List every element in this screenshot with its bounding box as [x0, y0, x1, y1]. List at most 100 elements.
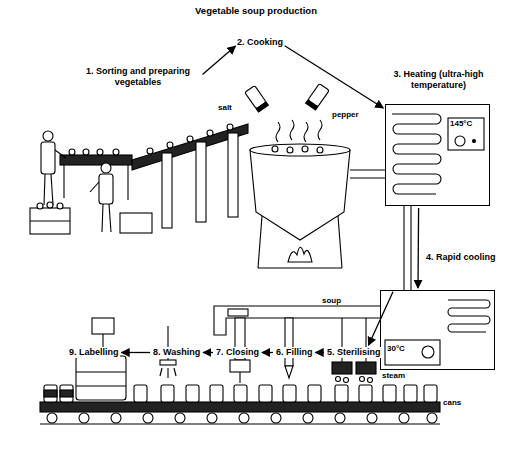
shaker-cap — [306, 100, 318, 110]
button — [473, 140, 476, 143]
pipe-box — [228, 309, 248, 316]
steam-wave — [304, 122, 308, 142]
vegetable — [69, 149, 75, 155]
belt-support — [228, 133, 238, 217]
worker-leg — [44, 174, 45, 205]
pipe — [350, 169, 385, 170]
worker-body — [99, 174, 113, 204]
vegetable — [167, 142, 173, 148]
vegetable — [47, 202, 53, 208]
control-display — [385, 340, 440, 365]
pot-rim — [250, 144, 350, 156]
step-label: 2. Cooking — [237, 37, 283, 48]
roller — [143, 413, 153, 423]
pot-stand — [258, 216, 262, 268]
flow-arrow — [203, 46, 236, 75]
filling-nozzle — [285, 318, 293, 366]
flow-arrow — [262, 352, 273, 353]
sorting-table — [60, 155, 132, 165]
pipe — [403, 206, 404, 290]
roller — [239, 413, 249, 423]
sorting-area — [30, 124, 248, 234]
roller — [399, 413, 409, 423]
worker-arm — [55, 150, 66, 158]
cooking-pot-group — [245, 84, 385, 268]
water-drop — [174, 368, 176, 376]
vegetable — [272, 146, 278, 152]
process-step: 5. Sterilising — [326, 347, 382, 358]
step-label: 6. Filling — [275, 347, 314, 358]
can — [308, 385, 321, 402]
roller — [335, 413, 345, 423]
water-drop — [167, 368, 168, 378]
roller — [367, 413, 377, 423]
can — [234, 385, 247, 402]
vegetable — [207, 130, 213, 136]
drum-band — [76, 371, 126, 372]
closing-rod — [239, 372, 240, 383]
flow-arrow — [316, 352, 325, 353]
can — [424, 385, 437, 402]
steam-puff — [360, 377, 365, 382]
steam-puff — [344, 378, 349, 383]
can — [359, 385, 372, 402]
roller — [111, 413, 121, 423]
table-leg — [63, 165, 64, 198]
step-label: 7. Closing — [215, 347, 260, 358]
closing-head — [230, 360, 250, 372]
flow-arrow — [203, 352, 213, 353]
process-step: 1. Sorting and preparing vegetables — [75, 66, 201, 88]
vegetable — [227, 124, 233, 130]
process-step: 7. Closing — [215, 347, 260, 358]
steam-nozzle — [356, 362, 376, 374]
steam-nozzle — [332, 362, 352, 374]
vegetable — [147, 148, 153, 154]
step-heading: 4. Rapid cooling — [426, 252, 496, 263]
steam-puff — [336, 377, 341, 382]
flow-arrow — [417, 208, 419, 288]
table-leg — [127, 165, 128, 200]
crate — [120, 213, 152, 233]
steam-wave — [318, 120, 322, 140]
vegetable — [97, 149, 103, 155]
vegetable — [57, 203, 63, 209]
can — [44, 385, 57, 402]
temperature-readout: 30°C — [387, 344, 405, 353]
labelling-head — [92, 318, 114, 334]
roller — [303, 413, 313, 423]
roller — [175, 413, 185, 423]
can — [161, 385, 174, 402]
step-label: 1. Sorting and preparing vegetables — [75, 66, 201, 88]
conveyor-belt — [40, 402, 440, 412]
part-label: cans — [443, 398, 461, 407]
process-step: 2. Cooking — [237, 37, 283, 48]
diagram-title: Vegetable soup production — [0, 5, 512, 16]
labelling-drum — [76, 356, 126, 400]
can — [186, 385, 199, 402]
pot-stand — [338, 216, 342, 268]
can-label — [44, 390, 57, 397]
worker-leg — [109, 204, 111, 232]
vegetable — [317, 147, 323, 153]
belt-support — [196, 142, 206, 222]
vegetable — [287, 147, 293, 153]
process-step: 6. Filling — [275, 347, 314, 358]
vegetable — [83, 149, 89, 155]
heat-exchangers — [385, 114, 490, 365]
belt-support — [162, 153, 172, 228]
pipe — [410, 206, 411, 290]
water-drop — [160, 368, 162, 376]
worker-arm — [90, 182, 99, 192]
crate — [30, 208, 70, 234]
pepper-shaker — [306, 84, 330, 111]
steam-puff — [368, 378, 373, 383]
pipe — [350, 177, 385, 178]
vegetable — [187, 136, 193, 142]
salt-shaker — [245, 86, 269, 113]
can — [404, 385, 417, 402]
crate-slat — [30, 220, 70, 221]
roller — [47, 413, 57, 423]
